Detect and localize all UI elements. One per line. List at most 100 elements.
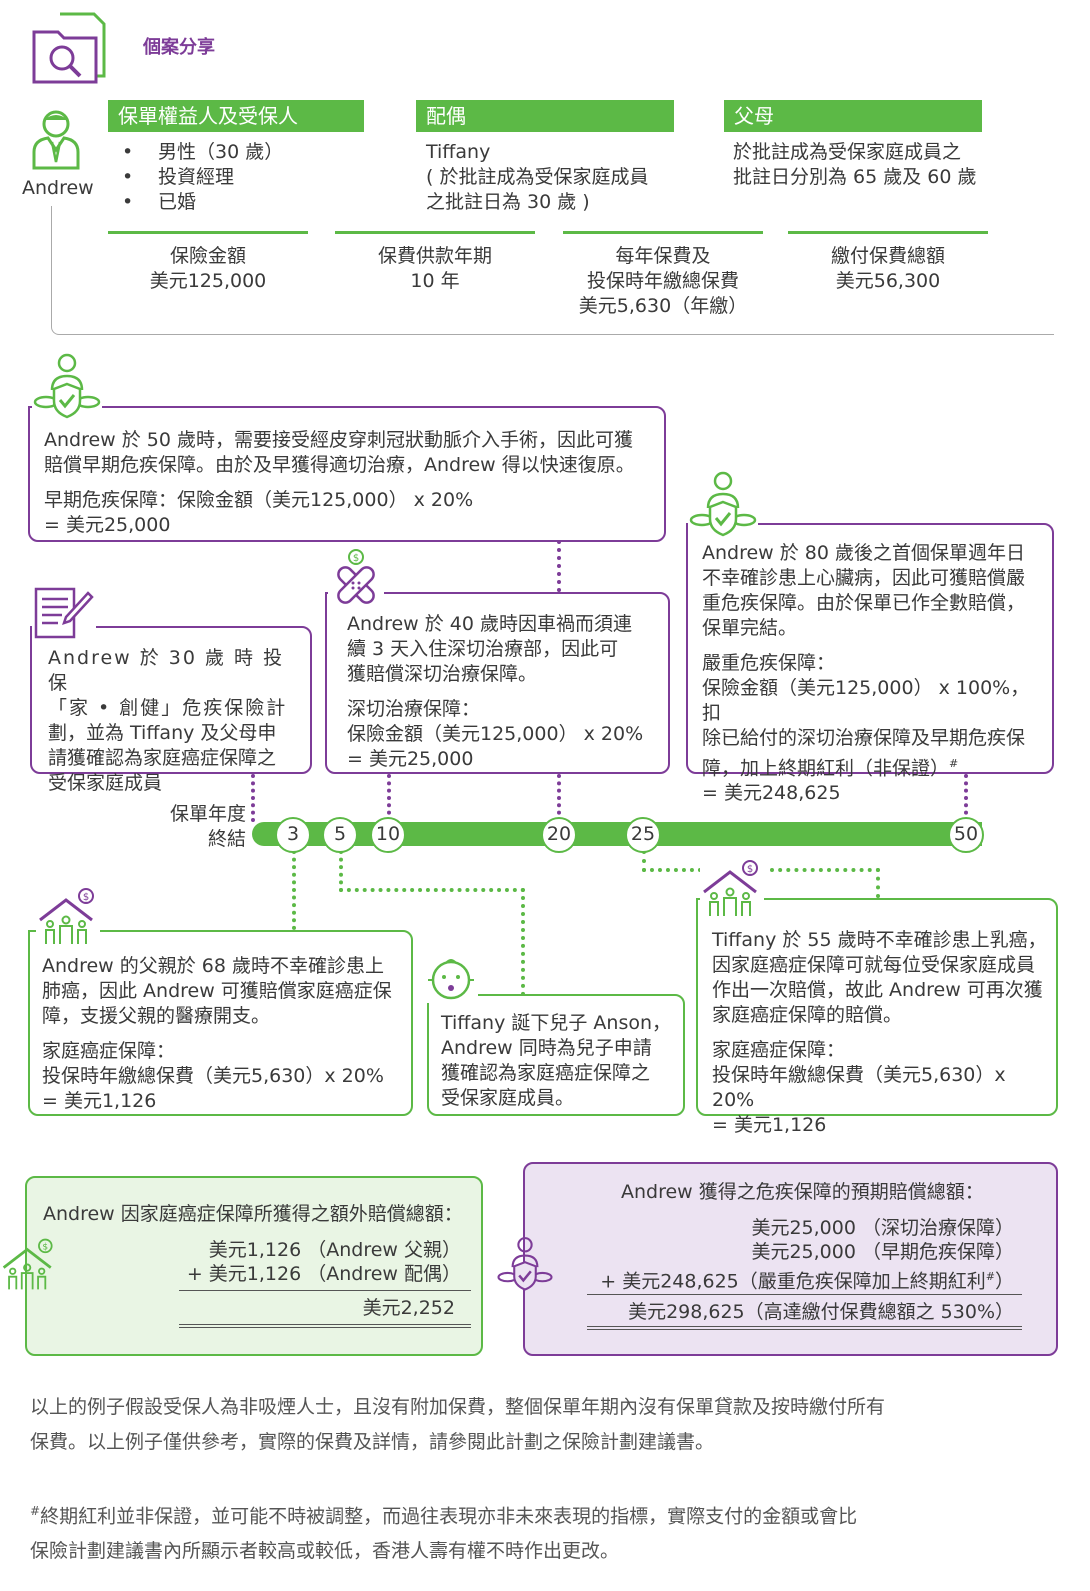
event-text: Andrew 於 50 歲時，需要接受經皮穿刺冠狀動脈介入手術，因此可獲	[44, 429, 634, 451]
total-double-line	[179, 1324, 471, 1328]
connector	[770, 868, 880, 872]
footnote-mark: #	[985, 1270, 995, 1283]
premium-term: 保費供款年期 10 年	[335, 244, 535, 294]
spouse-header: 配偶	[416, 100, 674, 132]
event-calc: 保險金額（美元125,000） x 20%	[347, 723, 644, 745]
ci-row-text: + 美元248,625（嚴重危疾保障加上終期紅利	[600, 1270, 986, 1293]
son-event-box: Tiffany 誕下兒子 Anson， Andrew 同時為兒子申請 獲確認為家…	[427, 994, 685, 1116]
event-text: 劃，並為 Tiffany 及父母申	[48, 722, 277, 744]
disclaimer-line: 以上的例子假設受保人為非吸煙人士，且沒有附加保費，整個保單年期內沒有保單貸款及按…	[30, 1396, 886, 1418]
svg-text:$: $	[353, 553, 359, 564]
disclaimer-line: 保費。以上例子僅供參考，實際的保費及詳情，請參閱此計劃之保險計劃建議書。	[30, 1431, 715, 1453]
family-total-row: + 美元1,126 （Andrew 配偶）	[186, 1263, 461, 1285]
summary-label: 每年保費及	[615, 245, 711, 267]
event-text: 賠償早期危疾保障。由於及早獲得適切治療，Andrew 得以快速復原。	[44, 454, 635, 476]
divider	[788, 231, 988, 234]
ci-total-box: Andrew 獲得之危疾保障的預期賠償總額： 美元25,000 （深切治療保障）…	[523, 1162, 1058, 1356]
event-calc: 家庭癌症保障：	[712, 1039, 846, 1061]
event-text: 肺癌，因此 Andrew 可獲賠償家庭癌症保	[42, 980, 392, 1002]
event-text: 請獲確認為家庭癌症保障之	[48, 747, 277, 769]
connector	[876, 868, 880, 898]
connector	[292, 850, 296, 930]
svg-text:$: $	[747, 864, 753, 875]
connector	[557, 540, 561, 592]
footnote-line: 保險計劃建議書內所顯示者較高或較低，香港人壽有權不時作出更改。	[30, 1540, 620, 1563]
event-text: Andrew 於 30 歲 時 投 保	[48, 647, 285, 694]
connector	[964, 774, 968, 822]
parents-line: 批註日分別為 65 歲及 60 歲	[733, 166, 977, 188]
event-text: 保單完結。	[702, 617, 798, 639]
event-text: 續 3 天入住深切治療部，因此可	[347, 638, 619, 660]
timeline-bar	[252, 822, 982, 846]
connector	[557, 774, 561, 822]
sum-insured: 保險金額 美元125,000	[108, 244, 308, 294]
total-double-line	[587, 1326, 1022, 1330]
policyholder-details: 男性（30 歲） 投資經理 已婚	[110, 140, 283, 215]
sum-divider	[179, 1290, 471, 1291]
event-text: Andrew 於 40 歲時因車禍而須連	[347, 613, 633, 635]
disclaimer-paragraph: 以上的例子假設受保人為非吸煙人士，且沒有附加保費，整個保單年期內沒有保單貸款及按…	[30, 1390, 1060, 1460]
event-calc: 投保時年繳總保費（美元5,630）x 20%	[42, 1065, 384, 1087]
event-calc: = 美元25,000	[347, 748, 474, 770]
marker-year-10: 10	[370, 817, 406, 853]
timeline-label-line: 保單年度	[169, 803, 246, 825]
connector	[339, 850, 343, 892]
event-calc: = 美元248,625	[702, 782, 841, 805]
person-icon	[30, 108, 82, 170]
event-calc: 嚴重危疾保障：	[702, 652, 836, 674]
event-text: Tiffany 於 55 歲時不幸確診患上乳癌，	[712, 929, 1047, 951]
event-text: Tiffany 誕下兒子 Anson，	[441, 1012, 672, 1034]
case-study-folder-icon	[30, 10, 110, 84]
severe-ci-event-box: Andrew 於 80 歲後之首個保單週年日 不幸確診患上心臟病，因此可獲賠償嚴…	[686, 523, 1054, 804]
spouse-line: Tiffany	[426, 141, 491, 163]
event-text: Andrew 的父親於 68 歲時不幸確診患上	[42, 955, 385, 977]
policy-start-event-box: Andrew 於 30 歲 時 投 保 「家 • 創健」危疾保險計 劃，並為 T…	[30, 626, 312, 794]
connector	[642, 868, 702, 872]
person-shield-icon	[496, 1234, 554, 1292]
event-calc: 保險金額（美元125,000） x 100%，扣	[702, 677, 1030, 724]
svg-text:$: $	[42, 1243, 48, 1253]
event-calc: = 美元1,126	[712, 1114, 827, 1136]
spouse-line: 之批註日為 30 歲 )	[426, 191, 590, 213]
event-text: 家庭癌症保障的賠償。	[712, 1004, 903, 1026]
event-text: 獲賠償深切治療保障。	[347, 663, 538, 685]
spouse-details: Tiffany ( 於批註成為受保家庭成員 之批註日為 30 歲 )	[426, 140, 648, 215]
event-calc: 除已給付的深切治療保障及早期危疾保	[702, 727, 1026, 749]
event-text: 重危疾保障。由於保單已作全數賠償，	[702, 592, 1026, 614]
event-calc: 早期危疾保障：保險金額（美元125,000） x 20%	[44, 489, 474, 511]
divider	[108, 231, 308, 234]
section-title: 個案分享	[143, 37, 215, 58]
event-text: Andrew 同時為兒子申請	[441, 1037, 652, 1059]
summary-value: 美元125,000	[149, 270, 267, 292]
family-total-title: Andrew 因家庭癌症保障所獲得之額外賠償總額：	[43, 1203, 463, 1225]
detail-gender: 男性（30 歲）	[110, 140, 283, 165]
timeline-label: 保單年度 終結	[150, 802, 246, 852]
divider	[335, 231, 535, 234]
event-text: 因家庭癌症保障可就每位受保家庭成員	[712, 954, 1036, 976]
marker-year-50: 50	[948, 817, 984, 853]
event-text: 作出一次賠償，故此 Andrew 可再次獲	[712, 979, 1043, 1001]
parents-header: 父母	[724, 100, 982, 132]
connector	[387, 774, 391, 822]
footnote-line: 終期紅利並非保證，並可能不時被調整，而過往表現亦非未來表現的指標，實際支付的金額…	[40, 1505, 858, 1528]
event-text: 獲確認為家庭癌症保障之	[441, 1062, 651, 1084]
event-calc: = 美元25,000	[44, 514, 171, 536]
profile-bracket	[51, 206, 1054, 335]
event-text: Andrew 於 80 歲後之首個保單週年日	[702, 542, 1026, 564]
person-shield-icon	[32, 350, 102, 420]
event-text: 「家 • 創健」危疾保險計	[48, 697, 288, 719]
baby-icon	[424, 953, 478, 1003]
father-cancer-event-box: Andrew 的父親於 68 歲時不幸確診患上 肺癌，因此 Andrew 可獲賠…	[28, 930, 413, 1116]
marker-year-20: 20	[541, 817, 577, 853]
parents-line: 於批註成為受保家庭成員之	[733, 141, 962, 163]
connector	[642, 850, 646, 872]
family-cancer-total-box: Andrew 因家庭癌症保障所獲得之額外賠償總額： 美元1,126 （Andre…	[25, 1176, 483, 1356]
ci-total-amount: 美元298,625（高達繳付保費總額之 530%）	[628, 1301, 1014, 1323]
family-home-icon: $	[36, 886, 100, 946]
summary-value: 美元5,630（年繳）	[578, 295, 748, 317]
connector	[251, 774, 255, 822]
event-text: 障，支援父親的醫療開支。	[42, 1005, 271, 1027]
family-total-amount: 美元2,252	[362, 1297, 455, 1319]
ci-row-close: ）	[994, 1270, 1014, 1293]
event-calc: 障，加上終期紅利（非保證）	[702, 757, 950, 780]
